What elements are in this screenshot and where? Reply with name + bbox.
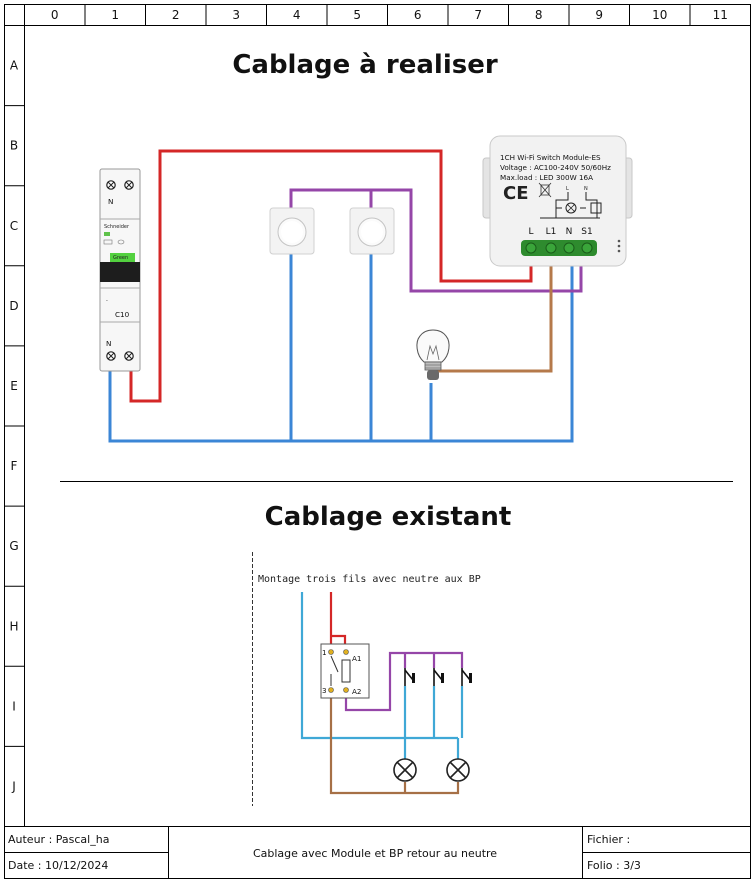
row-label: F	[11, 459, 18, 473]
column-label: 6	[414, 8, 422, 22]
row-label: C	[10, 219, 18, 233]
breaker-status-window	[110, 253, 135, 262]
svg-text:-: -	[106, 298, 108, 304]
existing-wiring-sketch: Montage trois fils avec neutre aux BP 1 …	[252, 552, 481, 806]
pushbutton-1	[269, 207, 315, 255]
module-max-load: Max.load : LED 300W 16A	[500, 173, 593, 182]
svg-text:S1: S1	[581, 227, 592, 237]
relay-terminal-3: 3	[322, 686, 327, 695]
wires-top	[108, 149, 583, 443]
row-label: A	[10, 59, 19, 73]
sketch-caption: Montage trois fils avec neutre aux BP	[258, 574, 481, 585]
row-labels: A B C D E F G H I J	[9, 59, 19, 794]
pushbutton-2	[349, 207, 395, 255]
relay-terminal-a1: A1	[352, 654, 362, 663]
svg-text:L1: L1	[546, 227, 557, 237]
wifi-switch-module: 1CH Wi-Fi Switch Module-ES Voltage : AC1…	[482, 135, 633, 267]
breaker-green-label: Green	[113, 255, 128, 261]
circuit-breaker: N Schneider Green - C10 N	[99, 168, 141, 372]
breaker-neutral-bottom: N	[106, 339, 111, 348]
column-label: 11	[713, 8, 728, 22]
column-label: 4	[293, 8, 301, 22]
row-label: I	[12, 699, 16, 713]
module-indicator-dots	[617, 239, 621, 253]
svg-text:N: N	[584, 186, 588, 192]
column-label: 3	[232, 8, 240, 22]
module-model: 1CH Wi-Fi Switch Module-ES	[500, 153, 601, 162]
sketch-lamp-1-icon	[393, 758, 417, 782]
svg-text:L: L	[528, 227, 533, 237]
module-terminal-screws	[525, 242, 593, 254]
row-separators	[4, 105, 24, 747]
title-cablage-a-realiser: Cablage à realiser	[232, 50, 498, 80]
column-label: 5	[353, 8, 361, 22]
breaker-rating: C10	[115, 310, 130, 319]
relay-terminal-a2: A2	[352, 687, 362, 696]
column-label: 10	[652, 8, 667, 22]
lamp-wire	[433, 255, 553, 373]
column-label: 9	[595, 8, 603, 22]
breaker-brand: Schneider	[104, 224, 130, 230]
title-cablage-existant: Cablage existant	[265, 502, 512, 532]
module-terminal-labels: L L1 N S1	[528, 227, 592, 237]
module-terminal-block	[521, 240, 597, 256]
footer-author: Auteur : Pascal_ha	[8, 833, 109, 846]
column-label: 2	[172, 8, 180, 22]
column-label: 0	[51, 8, 59, 22]
column-label: 8	[535, 8, 543, 22]
weee-bin-icon	[538, 182, 552, 198]
neutral-wire	[108, 255, 574, 443]
relay-terminal-1: 1	[322, 648, 327, 657]
title-block: Auteur : Pascal_ha Date : 10/12/2024 Cab…	[4, 826, 751, 879]
footer-description: Cablage avec Module et BP retour au neut…	[253, 847, 497, 860]
footer-file: Fichier :	[587, 833, 630, 846]
column-label: 7	[474, 8, 482, 22]
sketch-pushbuttons	[404, 668, 472, 686]
column-separators	[84, 4, 691, 25]
row-label: J	[11, 779, 16, 793]
svg-text:L: L	[566, 186, 569, 192]
column-label: 1	[111, 8, 119, 22]
breaker-neutral-top: N	[108, 197, 113, 206]
row-label: E	[10, 379, 18, 393]
sketch-lamp-2-icon	[446, 758, 470, 782]
phase-wire	[129, 149, 533, 403]
module-schematic: L N	[540, 186, 602, 219]
module-voltage: Voltage : AC100-240V 50/60Hz	[500, 163, 611, 172]
pushbutton-return-wire	[289, 188, 583, 293]
footer-date: Date : 10/12/2024	[8, 859, 108, 872]
row-label: D	[9, 299, 18, 313]
breaker-green-mark	[104, 232, 110, 236]
ce-mark: CE	[503, 183, 529, 204]
breaker-toggle	[100, 262, 140, 282]
sheet-frame	[4, 4, 751, 879]
row-label: H	[9, 619, 18, 633]
lamp-bulb-icon	[416, 329, 450, 380]
row-label: G	[9, 539, 18, 553]
row-label: B	[10, 139, 18, 153]
footer-folio: Folio : 3/3	[587, 859, 641, 872]
sketch-relay: 1 3 A1 A2	[320, 643, 370, 699]
svg-text:N: N	[566, 227, 573, 237]
column-labels: 0 1 2 3 4 5 6 7 8 9 10 11	[51, 8, 728, 22]
